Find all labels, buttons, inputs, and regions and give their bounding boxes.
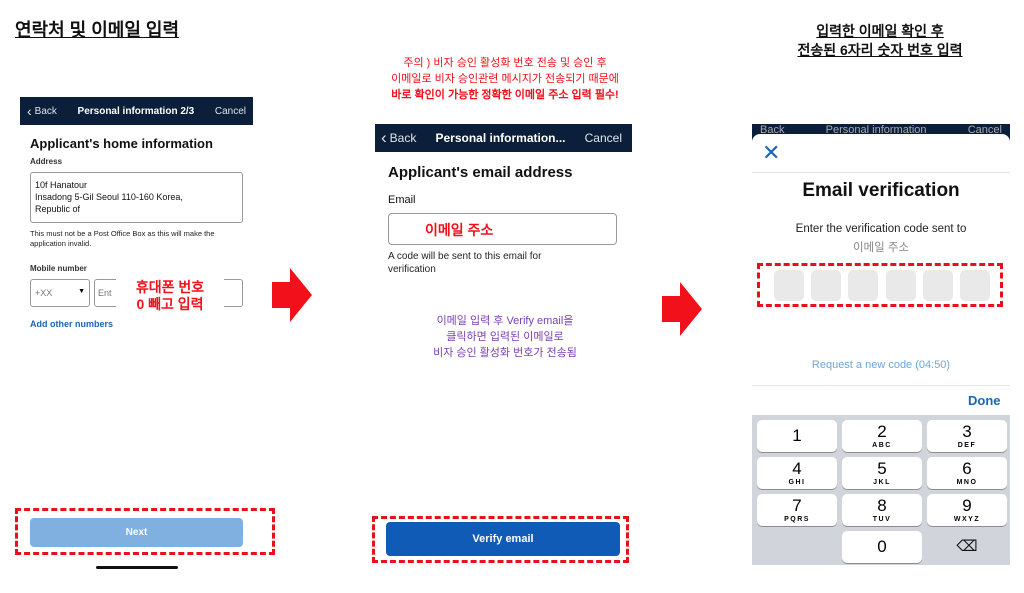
back-label: Back — [760, 124, 785, 136]
country-code-select[interactable]: +XX ▼ — [30, 279, 90, 307]
key-digit: 8 — [877, 496, 887, 515]
annotation-line: 휴대폰 번호 — [135, 279, 205, 295]
chevron-left-icon: ‹ — [381, 128, 387, 147]
code-digit-input[interactable] — [960, 270, 990, 301]
back-label: Back — [34, 105, 57, 117]
page-heading: Applicant's home information — [30, 136, 213, 151]
address-label: Address — [30, 157, 63, 166]
verify-email-button[interactable]: Verify email — [386, 522, 620, 556]
key-digit: 9 — [962, 496, 972, 515]
sheet-subtitle: Enter the verification code sent to — [795, 223, 967, 235]
key-letters: WXYZ — [953, 516, 981, 523]
code-digit-input[interactable] — [923, 270, 953, 301]
warning-line: 바로 확인이 가능한 정확한 이메일 주소 입력 필수! — [391, 89, 619, 101]
back-button[interactable]: ‹Back — [27, 103, 57, 119]
highlight-box — [757, 263, 1003, 307]
key-digit: 0 — [877, 537, 887, 556]
cancel-button[interactable]: Cancel — [214, 105, 246, 117]
page-heading: Applicant's email address — [388, 164, 573, 181]
key-letters: PQRS — [784, 516, 810, 523]
divider — [752, 172, 1010, 173]
section-title-contact: 연락처 및 이메일 입력 — [15, 20, 180, 40]
done-button[interactable]: Done — [968, 393, 1001, 408]
mobile-label: Mobile number — [30, 264, 87, 273]
key-0[interactable]: 0 — [842, 531, 922, 563]
country-code-value: +XX — [35, 288, 53, 298]
nav-bar: ‹Back Personal information 2/3 Cancel — [20, 97, 253, 125]
note-line: 클릭하면 입력된 이메일로 — [446, 331, 564, 343]
warning-annotation: 주의 ) 비자 승인 활성화 번호 전송 및 승인 후 이메일로 비자 승인관련… — [345, 55, 665, 103]
email-input[interactable]: 이메일 주소 — [388, 213, 617, 245]
caret-down-icon: ▼ — [78, 288, 85, 295]
chevron-left-icon: ‹ — [27, 103, 32, 119]
code-digit-input[interactable] — [886, 270, 916, 301]
code-digit-input[interactable] — [774, 270, 804, 301]
key-digit: 3 — [962, 422, 972, 441]
back-button[interactable]: ‹Back — [381, 128, 416, 148]
sheet-title: Email verification — [802, 180, 960, 201]
cancel-label: Cancel — [967, 124, 1002, 136]
sent-email: 이메일 주소 — [852, 242, 910, 254]
nav-title: Personal information... — [435, 131, 566, 145]
divider — [752, 385, 1010, 386]
cancel-button[interactable]: Cancel — [584, 131, 622, 145]
close-icon[interactable]: ✕ — [762, 140, 781, 165]
annotation-line: 0 빼고 입력 — [136, 296, 204, 312]
key-letters: GHI — [788, 479, 806, 486]
key-digit: 2 — [877, 422, 887, 441]
key-letters: DEF — [957, 442, 977, 449]
code-digit-input[interactable] — [848, 270, 878, 301]
home-indicator — [96, 566, 178, 569]
address-input[interactable]: 10f Hanatour Insadong 5-Gil Seoul 110-16… — [30, 172, 243, 223]
highlight-box — [372, 516, 629, 563]
add-other-numbers-link[interactable]: Add other numbers — [30, 319, 114, 329]
title-line: 입력한 이메일 확인 후 — [816, 23, 944, 39]
nav-title: Personal information — [825, 124, 927, 136]
nav-title: Personal information 2/3 — [77, 105, 195, 117]
warning-line: 이메일로 비자 승인관련 메시지가 전송되기 때문에 — [391, 73, 619, 85]
back-label: Back — [389, 131, 417, 145]
code-digit-input[interactable] — [811, 270, 841, 301]
key-digit: 5 — [877, 459, 887, 478]
key-1[interactable]: 1 — [757, 420, 837, 452]
email-label: Email — [388, 194, 416, 206]
email-value: 이메일 주소 — [425, 222, 494, 238]
key-letters: TUV — [872, 516, 892, 523]
address-note: This must not be a Post Office Box as th… — [30, 229, 215, 248]
key-letters: MNO — [956, 479, 978, 486]
verify-annotation: 이메일 입력 후 Verify email을 클릭하면 입력된 이메일로 비자 … — [390, 313, 620, 361]
note-line: 이메일 입력 후 Verify email을 — [436, 315, 574, 327]
key-letters: JKL — [873, 479, 891, 486]
phone-placeholder: Ent — [98, 288, 112, 298]
nav-bar: ‹Back Personal information... Cancel — [375, 124, 632, 152]
key-letters: ABC — [872, 442, 892, 449]
request-new-code-link[interactable]: Request a new code (04:50) — [811, 359, 951, 371]
note-line: 비자 승인 활성화 번호가 전송됨 — [433, 347, 577, 359]
key-digit: 7 — [792, 496, 802, 515]
key-digit: 4 — [792, 459, 802, 478]
highlight-box — [15, 508, 275, 555]
title-line: 전송된 6자리 숫자 번호 입력 — [797, 42, 963, 58]
key-digit: 6 — [962, 459, 972, 478]
right-arrow-icon — [662, 282, 702, 336]
right-arrow-icon — [272, 268, 312, 322]
next-button[interactable]: Next — [30, 518, 243, 547]
key-digit: 1 — [792, 426, 802, 445]
warning-line: 주의 ) 비자 승인 활성화 번호 전송 및 승인 후 — [403, 57, 607, 69]
section-title-verification: 입력한 이메일 확인 후 전송된 6자리 숫자 번호 입력 — [760, 22, 1000, 60]
backspace-icon[interactable]: ⌫ — [956, 538, 978, 555]
email-hint: A code will be sent to this email for ve… — [388, 251, 542, 275]
